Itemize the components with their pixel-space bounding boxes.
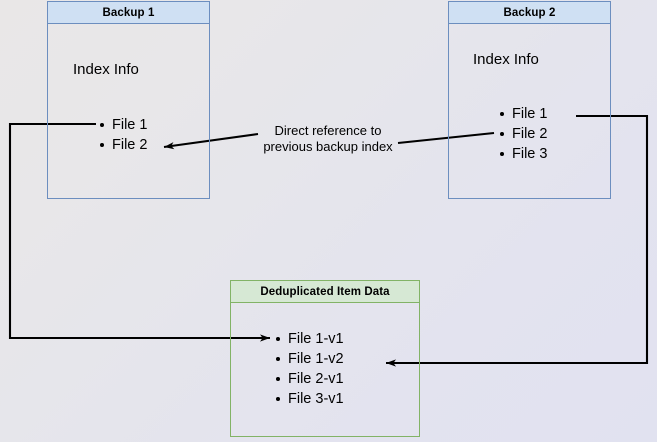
- list-item: File 2: [99, 135, 147, 155]
- list-item: File 3: [499, 144, 547, 164]
- backup2-file-list: File 1 File 2 File 3: [499, 104, 547, 164]
- backup1-header: Backup 1: [47, 1, 210, 24]
- edge-direct-reference-right-segment: [397, 131, 495, 145]
- dedup-header-label: Deduplicated Item Data: [260, 285, 390, 298]
- backup1-header-label: Backup 1: [102, 6, 155, 19]
- edge-backup1-to-dedup: [8, 122, 270, 342]
- edge-label-direct-reference: Direct reference to previous backup inde…: [263, 123, 393, 154]
- list-item: File 1-v2: [275, 349, 344, 369]
- list-item: File 2-v1: [275, 369, 344, 389]
- backup1-box: [47, 1, 210, 199]
- edge-backup2-to-dedup: [386, 114, 649, 367]
- list-item: File 1: [99, 115, 147, 135]
- list-item: File 1-v1: [275, 329, 344, 349]
- backup2-header-label: Backup 2: [503, 6, 556, 19]
- dedup-header: Deduplicated Item Data: [230, 280, 420, 303]
- list-item: File 2: [499, 124, 547, 144]
- dedup-file-list: File 1-v1 File 1-v2 File 2-v1 File 3-v1: [275, 329, 344, 409]
- backup2-caption: Index Info: [473, 51, 539, 68]
- backup1-file-list: File 1 File 2: [99, 115, 147, 155]
- backup2-header: Backup 2: [448, 1, 611, 24]
- list-item: File 1: [499, 104, 547, 124]
- edge-direct-reference-left-segment: [163, 132, 259, 150]
- backup1-caption: Index Info: [73, 61, 139, 78]
- backup2-box: [448, 1, 611, 199]
- list-item: File 3-v1: [275, 389, 344, 409]
